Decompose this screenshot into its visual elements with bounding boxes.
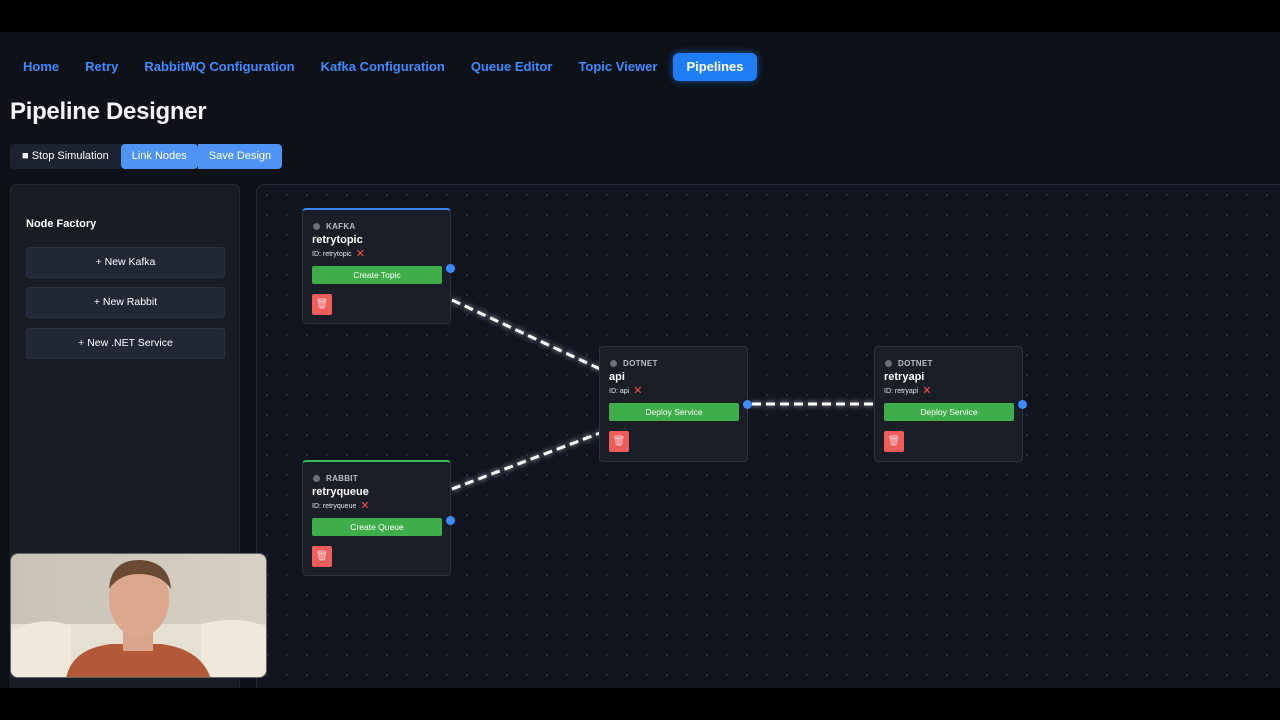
node-kafka-retrytopic[interactable]: KAFKA retrytopic ID: retrytopic✕ Create …	[302, 208, 455, 324]
link-nodes-button[interactable]: Link Nodes	[120, 144, 198, 169]
webcam-overlay	[10, 553, 267, 678]
node-id: ID: api	[609, 387, 630, 395]
nav-home[interactable]: Home	[23, 59, 60, 74]
output-port[interactable]	[743, 400, 752, 409]
node-dotnet-api[interactable]: DOTNET api ID: api✕ Deploy Service 🗑	[599, 346, 752, 462]
page-title: Pipeline Designer	[10, 98, 207, 125]
trash-icon[interactable]: 🗑	[312, 546, 332, 567]
top-nav: Home Retry RabbitMQ Configuration Kafka …	[10, 53, 757, 81]
node-id: ID: retryqueue	[312, 502, 357, 510]
output-port[interactable]	[446, 516, 455, 525]
video-letterbox	[0, 688, 1280, 720]
status-dot	[313, 475, 320, 482]
save-design-button[interactable]: Save Design	[197, 144, 283, 169]
nav-kafka-configuration[interactable]: Kafka Configuration	[320, 59, 445, 74]
nav-queue-editor[interactable]: Queue Editor	[470, 59, 553, 74]
node-name: retrytopic	[312, 234, 363, 246]
create-queue-button[interactable]: Create Queue	[312, 518, 442, 536]
node-type-label: DOTNET	[623, 359, 658, 368]
new-kafka-button[interactable]: + New Kafka	[26, 247, 225, 278]
node-factory-title: Node Factory	[26, 218, 97, 230]
node-name: retryapi	[884, 371, 925, 383]
node-rabbit-retryqueue[interactable]: RABBIT retryqueue ID: retryqueue✕ Create…	[302, 460, 455, 576]
node-type-label: KAFKA	[326, 222, 356, 231]
toolbar: ■ Stop Simulation Link Nodes Save Design	[10, 144, 283, 169]
new-dotnet-service-button[interactable]: + New .NET Service	[26, 328, 225, 359]
stop-simulation-button[interactable]: ■ Stop Simulation	[10, 144, 121, 169]
delete-x-icon[interactable]: ✕	[922, 385, 932, 397]
nav-rabbitmq-configuration[interactable]: RabbitMQ Configuration	[144, 59, 295, 74]
node-name: retryqueue	[312, 486, 369, 498]
create-topic-button[interactable]: Create Topic	[312, 266, 442, 284]
status-dot	[885, 360, 892, 367]
new-rabbit-button[interactable]: + New Rabbit	[26, 287, 225, 318]
deploy-service-button[interactable]: Deploy Service	[884, 403, 1014, 421]
presenter-video	[11, 554, 266, 677]
node-id: ID: retryapi	[884, 387, 919, 395]
trash-icon[interactable]: 🗑	[312, 294, 332, 315]
node-type-label: DOTNET	[898, 359, 933, 368]
node-type-label: RABBIT	[326, 474, 359, 483]
trash-icon[interactable]: 🗑	[609, 431, 629, 452]
delete-x-icon[interactable]: ✕	[360, 500, 370, 512]
delete-x-icon[interactable]: ✕	[355, 248, 365, 260]
nav-pipelines[interactable]: Pipelines	[673, 53, 757, 81]
status-dot	[313, 223, 320, 230]
deploy-service-button[interactable]: Deploy Service	[609, 403, 739, 421]
node-name: api	[609, 371, 625, 383]
app-window: Home Retry RabbitMQ Configuration Kafka …	[0, 32, 1280, 688]
node-dotnet-retryapi[interactable]: DOTNET retryapi ID: retryapi✕ Deploy Ser…	[874, 346, 1027, 462]
nav-topic-viewer[interactable]: Topic Viewer	[578, 59, 658, 74]
pipeline-canvas[interactable]	[256, 184, 1280, 688]
nav-retry[interactable]: Retry	[85, 59, 119, 74]
trash-icon[interactable]: 🗑	[884, 431, 904, 452]
status-dot	[610, 360, 617, 367]
output-port[interactable]	[1018, 400, 1027, 409]
delete-x-icon[interactable]: ✕	[633, 385, 643, 397]
node-id: ID: retrytopic	[312, 250, 352, 258]
output-port[interactable]	[446, 264, 455, 273]
